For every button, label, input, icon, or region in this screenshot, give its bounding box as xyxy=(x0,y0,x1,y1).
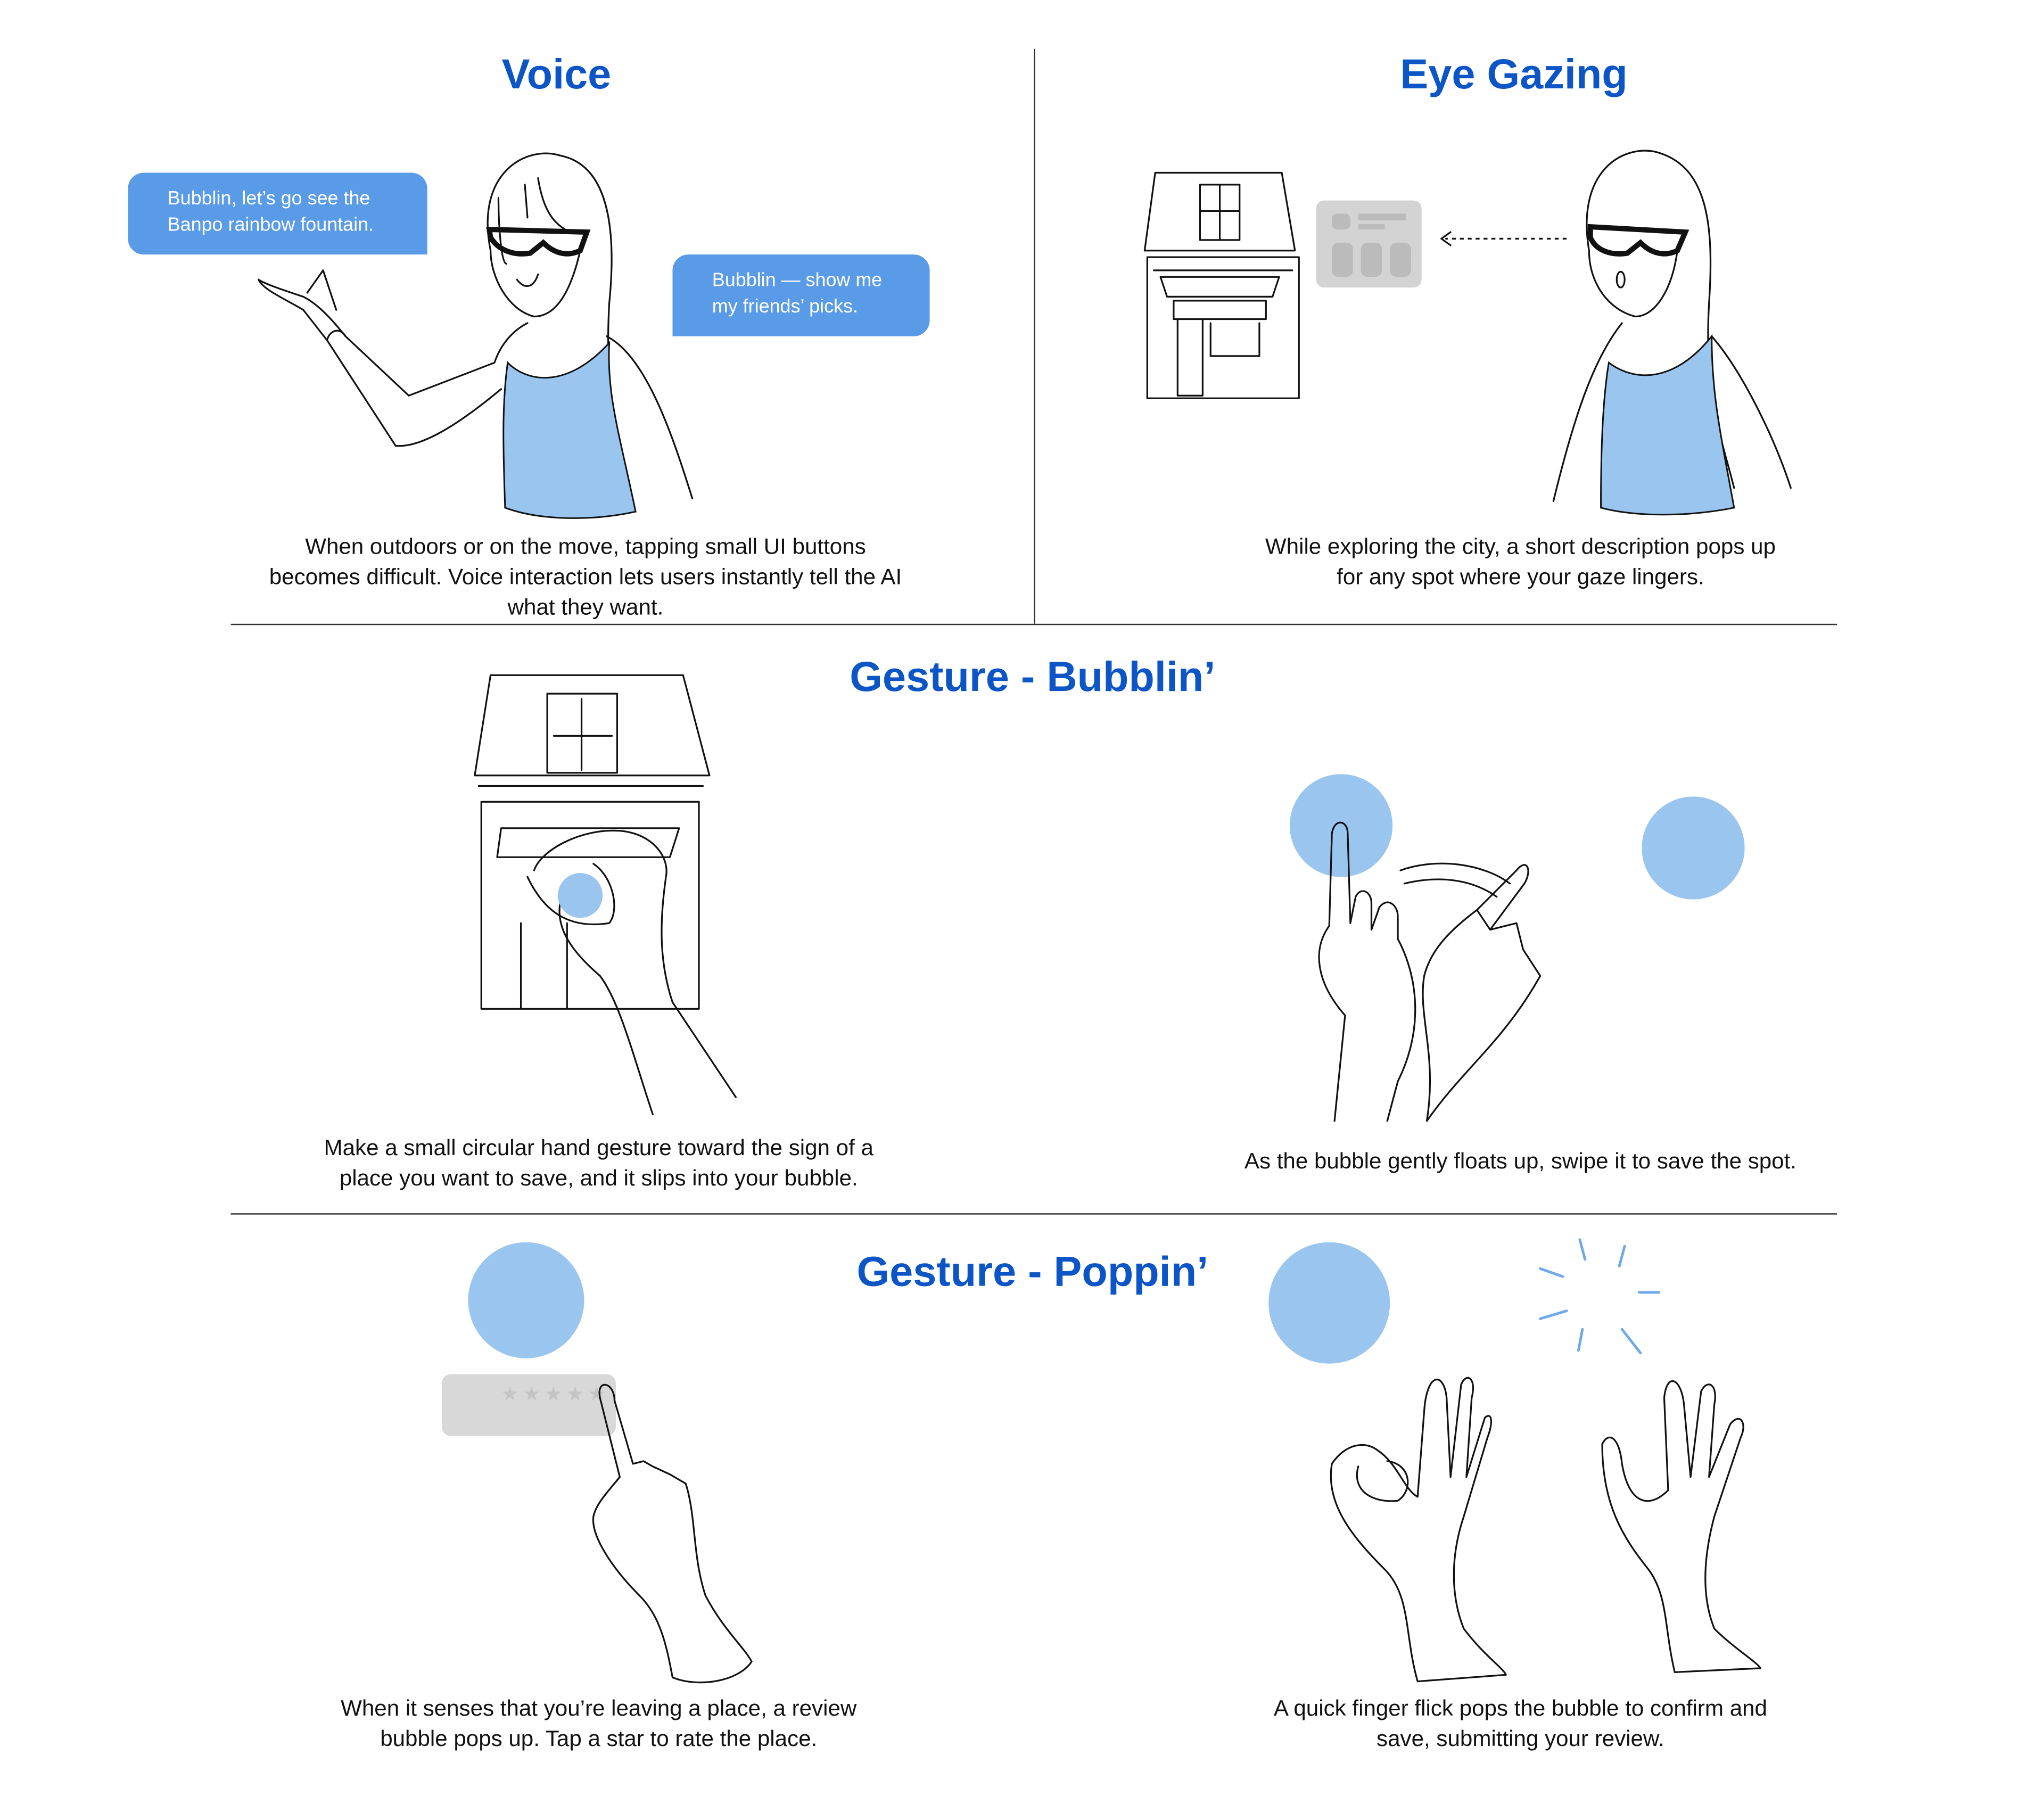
bubble-dot xyxy=(1289,774,1393,877)
tap-star-illustration: ★★★★★ xyxy=(441,1242,753,1684)
bubble-dot xyxy=(557,873,603,918)
gesture-poppin-caption-right: A quick finger flick pops the bubble to … xyxy=(1273,1695,1767,1751)
eye-gazing-caption: While exploring the city, a short descri… xyxy=(1265,534,1776,590)
voice-caption: When outdoors or on the move, tapping sm… xyxy=(269,534,902,620)
circle-gesture-illustration xyxy=(474,674,737,1116)
pop-burst-icon xyxy=(1539,1238,1661,1355)
gesture-bubblin-caption-right: As the bubble gently floats up, swipe it… xyxy=(1244,1148,1797,1174)
voice-title: Voice xyxy=(501,50,612,98)
divider-vertical xyxy=(1034,48,1035,624)
voice-woman-illustration xyxy=(257,152,694,519)
rating-stars: ★★★★★ xyxy=(501,1382,609,1405)
eye-gazing-illustration xyxy=(1143,150,1792,516)
rating-card xyxy=(441,1374,616,1436)
eye-gazing-title: Eye Gazing xyxy=(1400,50,1628,98)
speech-bubble-2: Bubblin — show me my friends’ picks. xyxy=(672,254,930,336)
swipe-gesture-illustration xyxy=(1289,774,1745,1122)
bubble-dot xyxy=(1268,1242,1390,1364)
bubble-dot xyxy=(1642,796,1745,900)
finger-flick-illustration xyxy=(1268,1238,1761,1683)
gesture-bubblin-caption-left: Make a small circular hand gesture towar… xyxy=(324,1135,873,1191)
gesture-poppin-title: Gesture - Poppin’ xyxy=(856,1247,1209,1295)
gesture-bubblin-title: Gesture - Bubblin’ xyxy=(850,653,1216,701)
gesture-poppin-caption-left: When it senses that you’re leaving a pla… xyxy=(341,1695,857,1751)
speech-bubble-1: Bubblin, let’s go see the Banpo rainbow … xyxy=(128,172,427,255)
divider-row-1 xyxy=(230,623,1837,625)
bubble-dot xyxy=(468,1242,584,1358)
divider-row-2 xyxy=(230,1213,1837,1215)
